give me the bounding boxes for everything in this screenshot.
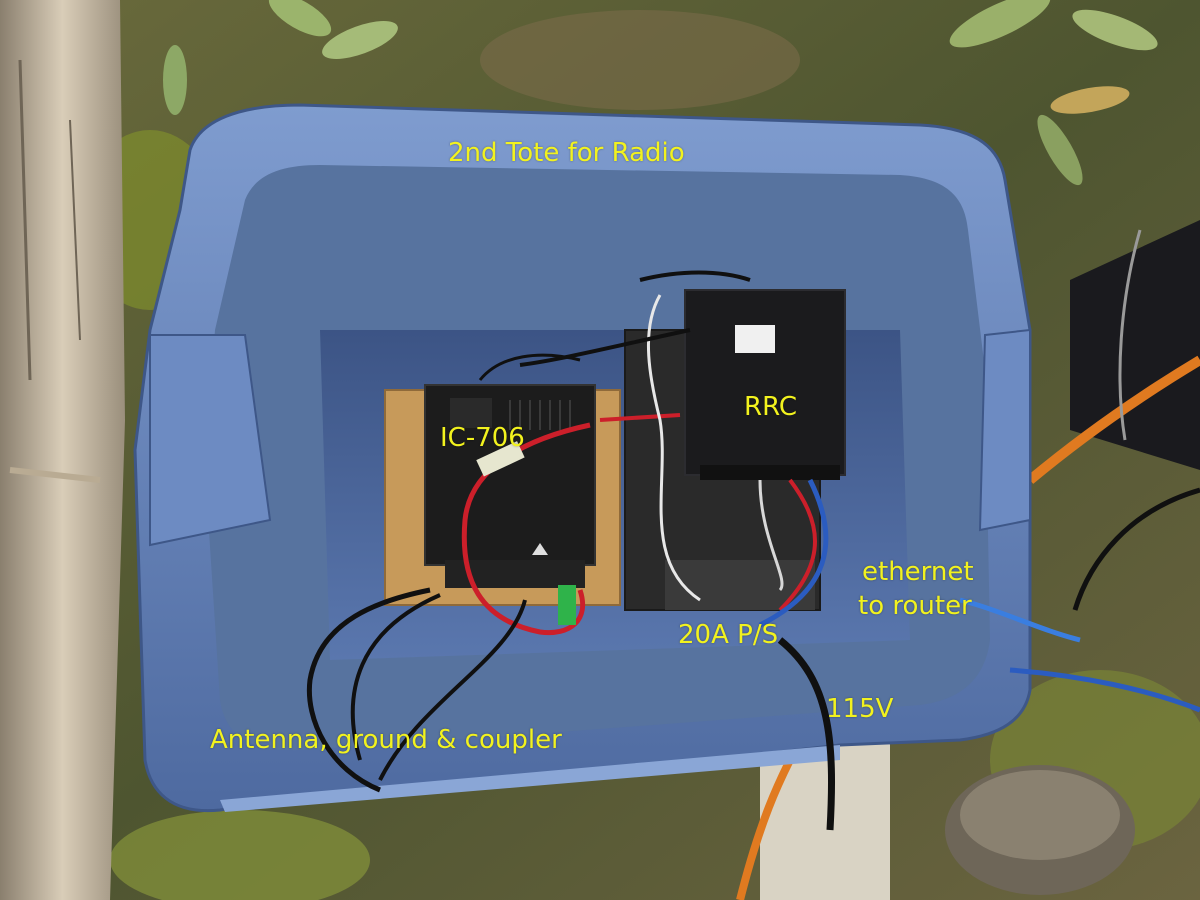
power-supply-label: 20A P/S	[678, 620, 779, 650]
green-connector	[558, 585, 576, 625]
tote-title-label: 2nd Tote for Radio	[448, 138, 685, 168]
wood-stake	[760, 740, 890, 900]
ethernet-label: ethernet	[862, 557, 974, 587]
ic706-label: IC-706	[440, 423, 525, 453]
rrc-box	[684, 289, 846, 480]
log	[0, 0, 125, 900]
white-connector	[476, 441, 525, 477]
foliage	[163, 0, 1158, 186]
mains-voltage-label: 115V	[826, 694, 894, 724]
orange-cable-bottom	[736, 758, 794, 900]
black-case	[1070, 220, 1200, 470]
ic706-radio	[424, 384, 596, 588]
router-label: to router	[858, 591, 972, 621]
cables	[306, 229, 1200, 831]
antenna-label: Antenna, ground & coupler	[210, 725, 562, 755]
orange-cable	[1026, 355, 1200, 484]
rrc-label: RRC	[744, 392, 797, 422]
boot	[945, 765, 1135, 895]
